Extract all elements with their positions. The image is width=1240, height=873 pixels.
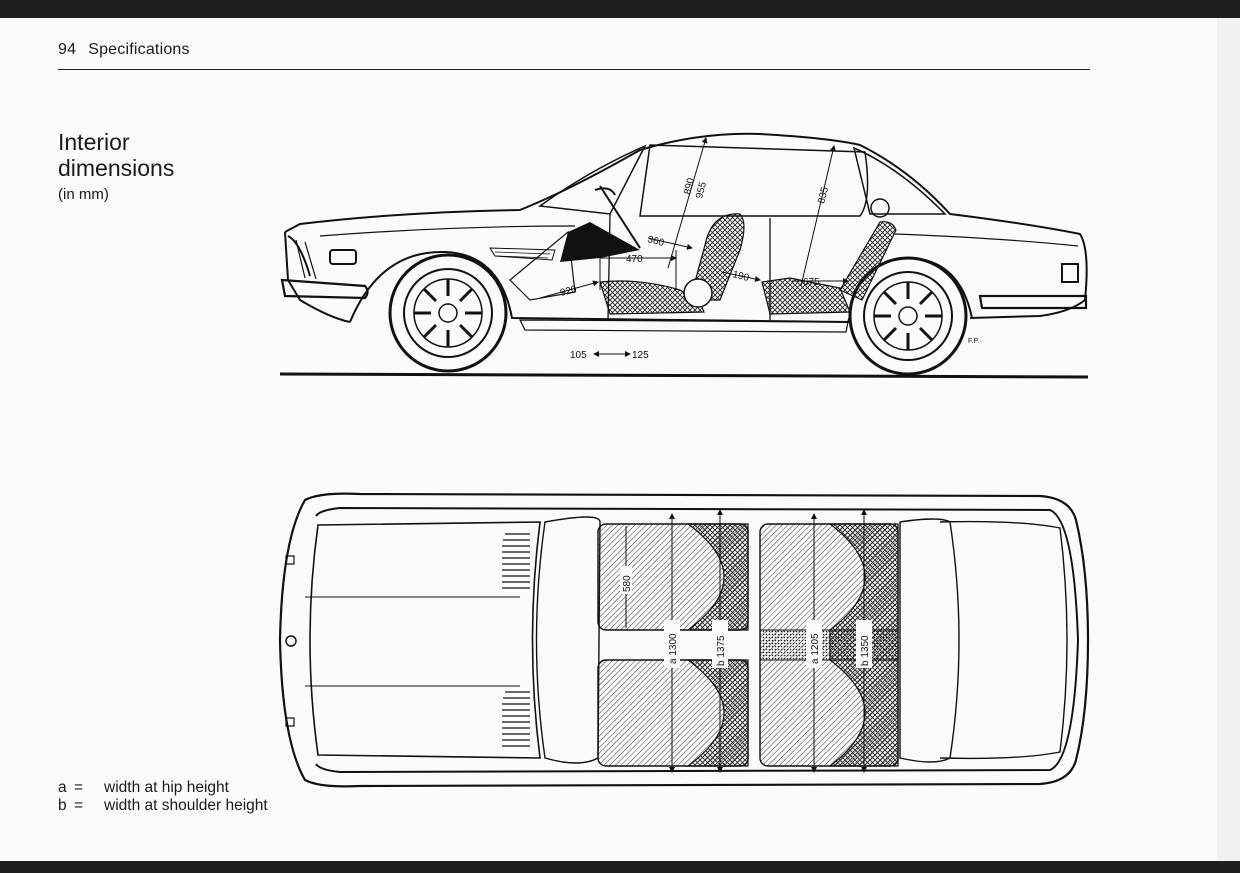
legend: a = width at hip height b = width at sho… bbox=[58, 779, 268, 814]
dim-920: 920 bbox=[559, 284, 578, 299]
page-title: Interior dimensions bbox=[58, 129, 174, 181]
legend-row-a: a = width at hip height bbox=[58, 779, 268, 797]
legend-sep: = bbox=[74, 779, 84, 796]
dim-front-b: b 1375 bbox=[716, 635, 727, 666]
page-header: 94 Specifications bbox=[58, 41, 190, 59]
dim-125: 125 bbox=[632, 350, 649, 361]
legend-key: a bbox=[58, 779, 67, 796]
dim-955: 955 bbox=[694, 180, 709, 199]
legend-key: b bbox=[58, 796, 67, 814]
rear-wheel bbox=[848, 256, 968, 376]
legend-row-b: b = width at shoulder height bbox=[58, 797, 268, 815]
section-title: Specifications bbox=[88, 41, 190, 58]
dim-190: 190 bbox=[731, 269, 750, 284]
front-wheel bbox=[388, 253, 508, 373]
page-edge bbox=[1217, 18, 1240, 861]
dim-rear-b: b 1350 bbox=[860, 635, 871, 666]
header-rule bbox=[58, 69, 1090, 70]
side-view-dimensions bbox=[539, 137, 849, 357]
dim-360: 360 bbox=[646, 234, 665, 249]
dim-front-a: a 1300 bbox=[668, 633, 679, 664]
top-view-car bbox=[278, 492, 1090, 788]
ground-line bbox=[279, 372, 1089, 379]
title-line-1: Interior bbox=[58, 129, 130, 155]
page-number: 94 bbox=[58, 41, 77, 58]
top-view-label-boxes bbox=[620, 566, 872, 668]
top-view-labels: 580 a 1300 b 1375 a 1205 b 1350 bbox=[622, 575, 871, 666]
dim-105: 105 bbox=[570, 350, 587, 361]
artist-mark: F.P. bbox=[968, 338, 979, 345]
legend-text: width at hip height bbox=[104, 779, 229, 796]
side-view-car bbox=[279, 132, 1089, 379]
title-line-2: dimensions bbox=[58, 155, 175, 181]
dim-rear-a: a 1205 bbox=[810, 633, 821, 664]
dim-890: 890 bbox=[682, 176, 697, 195]
dim-675: 675 bbox=[803, 277, 820, 288]
dim-835: 835 bbox=[816, 185, 831, 204]
dim-580: 580 bbox=[622, 575, 633, 592]
unit-note: (in mm) bbox=[58, 186, 109, 203]
legend-text: width at shoulder height bbox=[104, 796, 268, 814]
side-view-labels: 890 955 835 360 470 190 675 920 105 125 … bbox=[559, 176, 979, 361]
dim-470: 470 bbox=[626, 254, 643, 265]
legend-sep: = bbox=[74, 796, 84, 814]
